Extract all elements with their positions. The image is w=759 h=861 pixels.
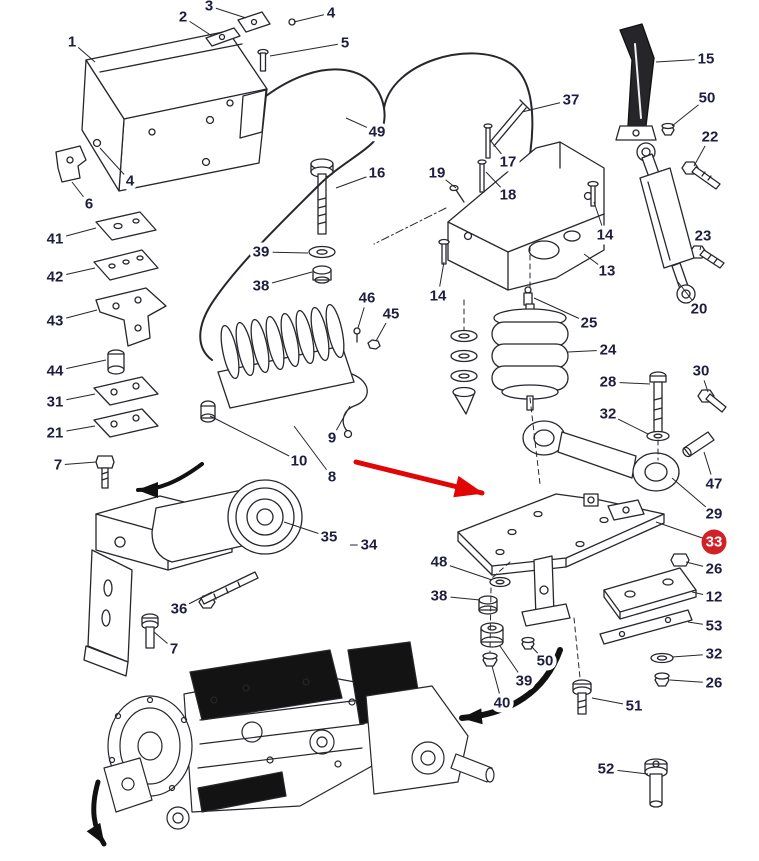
callout-8[interactable]: 8 bbox=[324, 467, 340, 487]
callout-49[interactable]: 49 bbox=[365, 122, 389, 142]
callout-5[interactable]: 5 bbox=[337, 33, 353, 53]
callout-52[interactable]: 52 bbox=[594, 759, 618, 779]
callout-7[interactable]: 7 bbox=[166, 639, 182, 659]
callout-19[interactable]: 19 bbox=[425, 163, 449, 183]
callout-21[interactable]: 21 bbox=[43, 423, 67, 443]
callout-6[interactable]: 6 bbox=[81, 194, 97, 214]
callout-38[interactable]: 38 bbox=[249, 276, 273, 296]
part-stack-48-38-39-40 bbox=[478, 576, 535, 667]
callout-36[interactable]: 36 bbox=[167, 599, 191, 619]
callout-43[interactable]: 43 bbox=[43, 311, 67, 331]
callout-34[interactable]: 34 bbox=[357, 535, 381, 555]
part-lever-15 bbox=[615, 23, 675, 141]
callout-17[interactable]: 17 bbox=[496, 152, 520, 172]
callout-50[interactable]: 50 bbox=[695, 88, 719, 108]
part-bracket-6 bbox=[55, 145, 87, 183]
callout-26[interactable]: 26 bbox=[702, 559, 726, 579]
callout-28[interactable]: 28 bbox=[596, 372, 620, 392]
callout-41[interactable]: 41 bbox=[43, 229, 67, 249]
part-bolt-16-washers bbox=[308, 158, 336, 284]
callout-30[interactable]: 30 bbox=[689, 361, 713, 381]
callout-9[interactable]: 9 bbox=[324, 428, 340, 448]
callout-16[interactable]: 16 bbox=[365, 163, 389, 183]
callout-40[interactable]: 40 bbox=[490, 693, 514, 713]
part-valve-block bbox=[200, 303, 381, 439]
callout-14[interactable]: 14 bbox=[426, 286, 450, 306]
callout-51[interactable]: 51 bbox=[622, 696, 646, 716]
callout-15[interactable]: 15 bbox=[694, 49, 718, 69]
callout-45[interactable]: 45 bbox=[379, 304, 403, 324]
callout-4[interactable]: 4 bbox=[323, 3, 339, 23]
part-plate-stack bbox=[93, 211, 167, 489]
part-transmission bbox=[103, 641, 495, 830]
part-clips-2-3-4-5 bbox=[205, 11, 296, 72]
callout-38[interactable]: 38 bbox=[427, 586, 451, 606]
callout-33[interactable]: 33 bbox=[701, 529, 727, 555]
callout-47[interactable]: 47 bbox=[702, 474, 726, 494]
callout-4[interactable]: 4 bbox=[122, 171, 138, 191]
callout-13[interactable]: 13 bbox=[595, 261, 619, 281]
callout-10[interactable]: 10 bbox=[287, 451, 311, 471]
part-bracket-13 bbox=[438, 99, 605, 291]
part-plate-12-strap-53 bbox=[599, 567, 697, 687]
callout-42[interactable]: 42 bbox=[43, 267, 67, 287]
callout-39[interactable]: 39 bbox=[512, 671, 536, 691]
callout-29[interactable]: 29 bbox=[702, 504, 726, 524]
callout-32[interactable]: 32 bbox=[596, 404, 620, 424]
part-torque-rod-29 bbox=[522, 371, 727, 492]
part-engine-mount-34-35-36 bbox=[83, 479, 303, 677]
callout-14[interactable]: 14 bbox=[593, 225, 617, 245]
callout-26[interactable]: 26 bbox=[702, 673, 726, 693]
callout-3[interactable]: 3 bbox=[201, 0, 217, 16]
callout-23[interactable]: 23 bbox=[691, 226, 715, 246]
callout-7[interactable]: 7 bbox=[50, 455, 66, 475]
callout-24[interactable]: 24 bbox=[596, 340, 620, 360]
callout-44[interactable]: 44 bbox=[43, 361, 67, 381]
callout-18[interactable]: 18 bbox=[496, 185, 520, 205]
callout-20[interactable]: 20 bbox=[687, 299, 711, 319]
callout-37[interactable]: 37 bbox=[559, 90, 583, 110]
callout-46[interactable]: 46 bbox=[355, 288, 379, 308]
part-air-spring-24 bbox=[491, 286, 569, 411]
callout-35[interactable]: 35 bbox=[317, 527, 341, 547]
callout-1[interactable]: 1 bbox=[64, 32, 80, 52]
part-bolt-51-screw-52 bbox=[572, 679, 668, 808]
callout-39[interactable]: 39 bbox=[249, 242, 273, 262]
callout-53[interactable]: 53 bbox=[702, 616, 726, 636]
callout-48[interactable]: 48 bbox=[427, 552, 451, 572]
callout-31[interactable]: 31 bbox=[43, 392, 67, 412]
callout-22[interactable]: 22 bbox=[698, 127, 722, 147]
callout-32[interactable]: 32 bbox=[702, 644, 726, 664]
part-washers-11-cone-27 bbox=[450, 329, 478, 415]
callout-12[interactable]: 12 bbox=[702, 587, 726, 607]
callout-25[interactable]: 25 bbox=[577, 313, 601, 333]
callout-2[interactable]: 2 bbox=[175, 7, 191, 27]
part-plate-33 bbox=[457, 493, 690, 627]
callout-50[interactable]: 50 bbox=[533, 651, 557, 671]
red-highlight-arrow bbox=[353, 459, 485, 498]
assembly-dashed-lines bbox=[373, 207, 659, 679]
part-shock-absorber-20 bbox=[636, 142, 696, 304]
